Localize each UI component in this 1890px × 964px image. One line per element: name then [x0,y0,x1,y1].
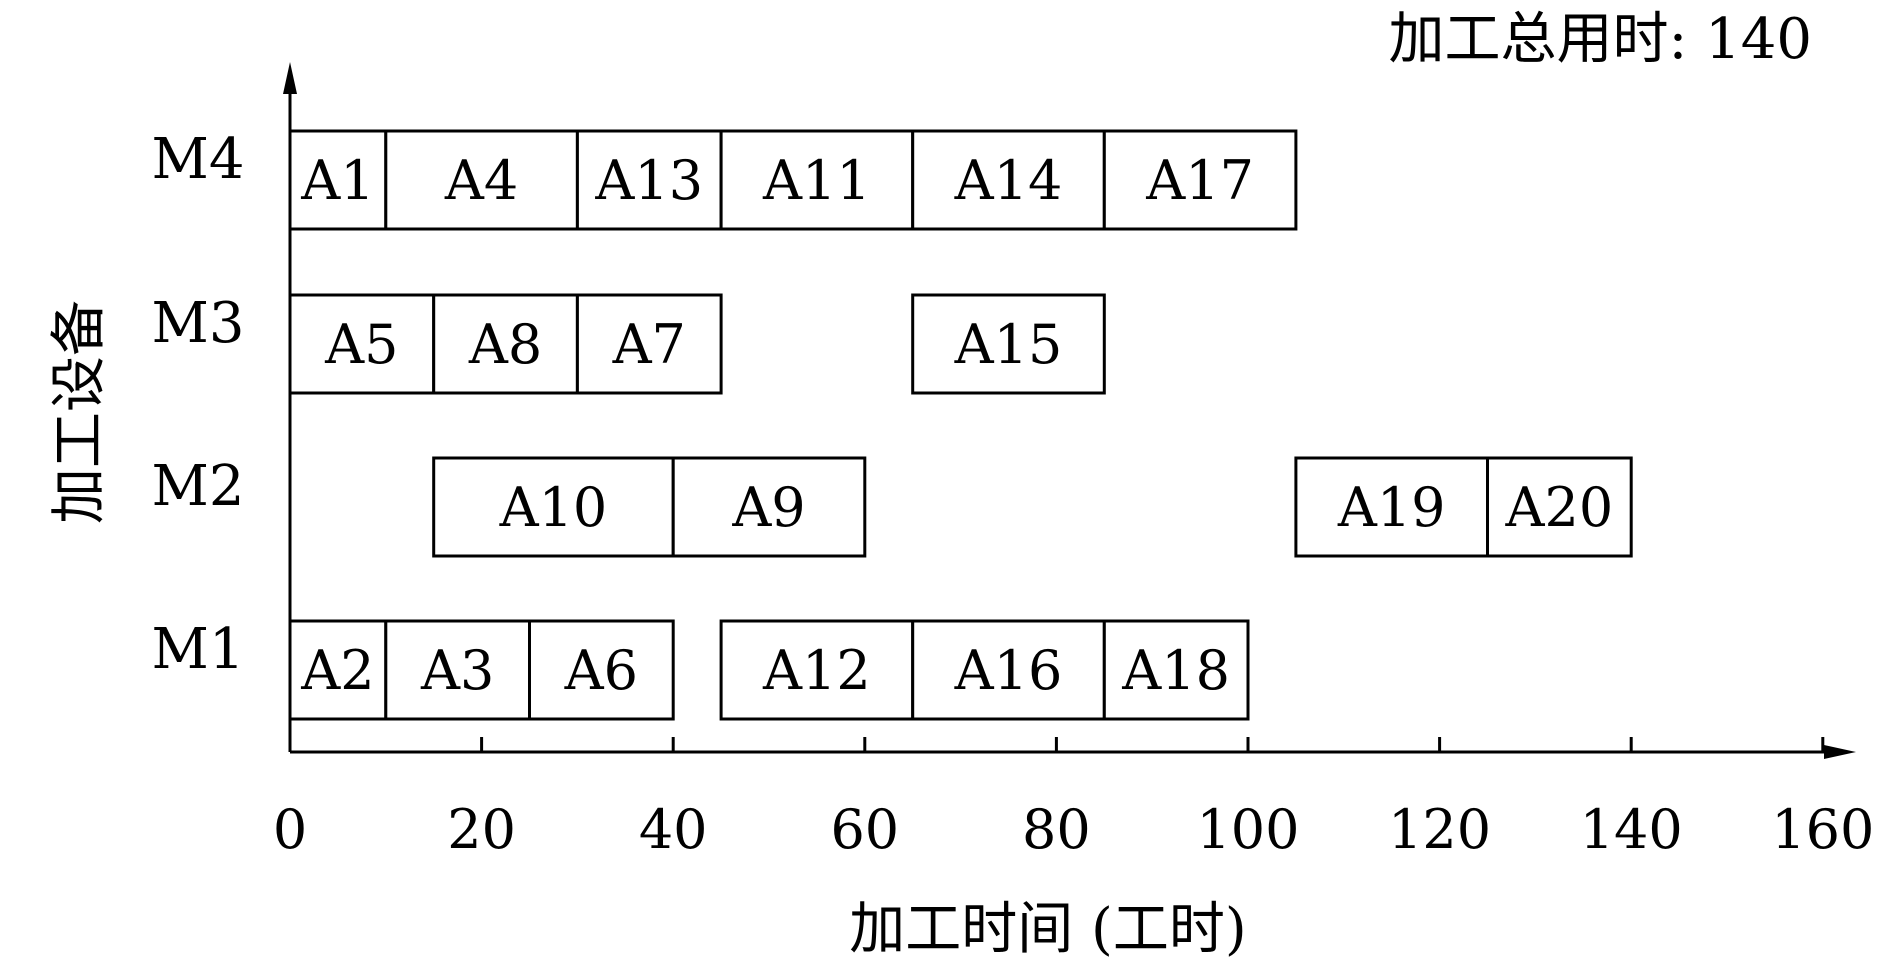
task-bar [575,293,723,395]
task-bar [1102,619,1250,721]
x-tick-label: 140 [1580,798,1683,861]
task-bar [384,129,579,231]
x-axis-label: 加工时间 (工时) [849,897,1247,962]
machine-label: M2 [152,454,245,519]
task-bar [719,129,915,231]
task-bar [528,619,675,721]
task-label: A13 [594,149,703,212]
task-bar [911,619,1106,721]
task-bar [384,619,531,721]
x-ticks [480,737,1825,752]
x-axis-arrow [1824,745,1856,759]
y-axis-label: 加工设备 [47,300,112,524]
task-label: A8 [468,313,542,376]
task-label: A6 [564,639,638,702]
task-bar [911,129,1106,231]
task-label: A19 [1337,476,1446,539]
x-tick-labels: 0 20 40 60 80 100 120 140 160 [273,798,1875,861]
task-label: A2 [300,639,374,702]
task-bar [719,619,915,721]
machine-label: M3 [152,291,245,356]
x-tick-label: 20 [447,798,516,861]
task-bar [1294,456,1490,558]
task-label: A10 [499,476,608,539]
x-tick-label: 80 [1022,798,1091,861]
task-label: A4 [444,149,518,212]
task-label: A12 [762,639,871,702]
task-bar [671,456,867,558]
task-label: A5 [324,313,398,376]
x-tick-label: 0 [273,798,307,861]
task-label: A7 [612,313,686,376]
x-tick-label: 120 [1388,798,1491,861]
task-label: A16 [954,639,1063,702]
task-label: A3 [420,639,494,702]
task-label: A14 [954,149,1063,212]
task-label: A17 [1145,149,1254,212]
task-bar [288,619,388,721]
machine-label: M4 [152,127,245,192]
task-label: A1 [300,149,374,212]
machine-label: M1 [152,617,245,682]
task-label: A15 [954,313,1063,376]
task-bar [1486,456,1633,558]
task-bar [575,129,723,231]
task-label: A9 [731,476,805,539]
task-bar [432,293,579,395]
x-tick-label: 160 [1771,798,1874,861]
task-bar [1102,129,1298,231]
x-tick-label: 100 [1196,798,1299,861]
task-bar [288,293,436,395]
x-tick-label: 60 [830,798,899,861]
task-label: A18 [1121,639,1230,702]
task-bar [432,456,675,558]
total-time-annotation: 加工总用时: 140 [1388,7,1812,72]
y-axis-arrow [283,62,297,94]
task-bar [911,293,1106,395]
task-label: A11 [762,149,871,212]
task-label: A20 [1504,476,1613,539]
x-tick-label: 40 [639,798,708,861]
